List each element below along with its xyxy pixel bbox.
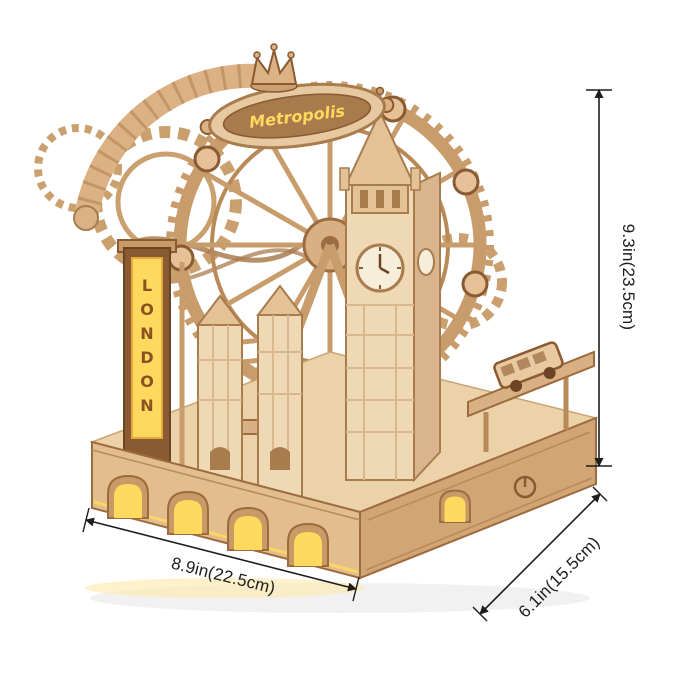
london-sign-glow — [131, 257, 163, 439]
dimension-depth-line — [479, 493, 601, 615]
big-ben-side-face — [413, 171, 441, 483]
big-ben-spire — [344, 109, 416, 186]
gondola — [193, 145, 221, 173]
base-arch — [107, 474, 149, 519]
big-ben-clock — [355, 243, 405, 293]
metropolis-sign: Metropolis — [199, 82, 395, 150]
big-ben-detail-lines — [346, 304, 414, 480]
dimension-height: 9.3in(23.5cm) — [586, 89, 638, 467]
big-ben — [339, 86, 441, 483]
london-signboard — [117, 239, 177, 476]
right-ramp — [467, 341, 595, 452]
spire-finial — [375, 86, 385, 96]
base-side-door-arch — [439, 489, 471, 523]
dimension-depth-label: 6.1in(15.5cm) — [515, 533, 604, 622]
crown-ornament — [250, 43, 298, 93]
tower-bridge — [195, 284, 305, 506]
clock-hand-hour — [379, 266, 390, 275]
dimension-height-label: 9.3in(23.5cm) — [619, 224, 638, 331]
big-ben-side-clock — [417, 248, 435, 276]
big-ben-body — [345, 184, 415, 481]
dimension-width-line — [85, 517, 357, 592]
bridge-tower — [255, 284, 305, 506]
bus-wheel — [543, 367, 556, 380]
base-arch — [287, 522, 329, 567]
gondola — [461, 270, 489, 298]
base-arch — [227, 506, 269, 551]
base-arch — [167, 490, 209, 535]
bus-wheel — [510, 379, 523, 392]
gear-small-far-left — [34, 124, 122, 212]
toy-bus — [493, 341, 564, 392]
gondola — [452, 168, 480, 196]
metropolis-sign-panel — [222, 93, 372, 139]
base-right-face — [359, 416, 597, 580]
